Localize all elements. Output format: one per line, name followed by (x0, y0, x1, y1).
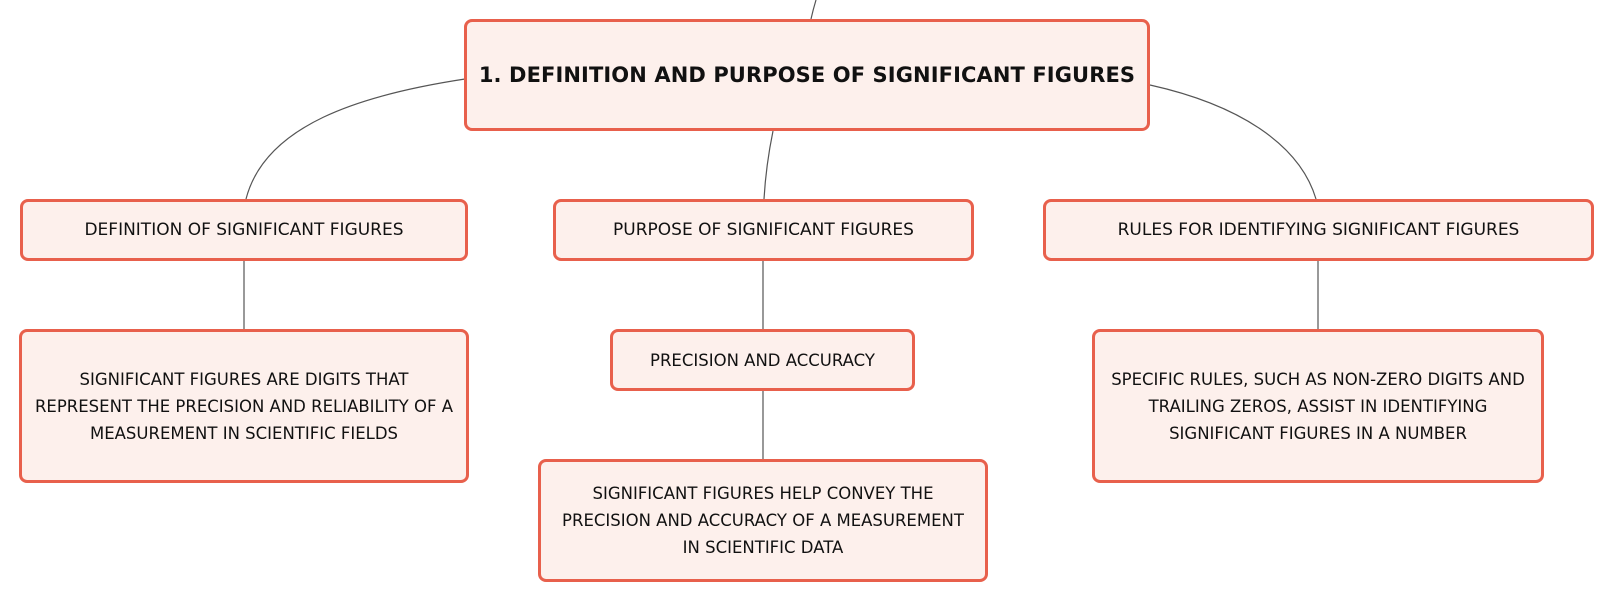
topic-definition[interactable]: DEFINITION OF SIGNIFICANT FIGURES (20, 199, 468, 261)
connector-root-to-purpose (763, 130, 774, 200)
connector-root-to-rules (1149, 84, 1317, 200)
subtopic-precision-and-accuracy[interactable]: PRECISION AND ACCURACY (610, 329, 915, 391)
connector-root-to-definition (245, 78, 466, 200)
topic-purpose[interactable]: PURPOSE OF SIGNIFICANT FIGURES (553, 199, 974, 261)
rules-detail[interactable]: SPECIFIC RULES, SUCH AS NON-ZERO DIGITS … (1092, 329, 1544, 483)
root-topic[interactable]: 1. DEFINITION AND PURPOSE OF SIGNIFICANT… (464, 19, 1150, 131)
purpose-detail[interactable]: SIGNIFICANT FIGURES HELP CONVEY THE PREC… (538, 459, 988, 582)
definition-detail[interactable]: SIGNIFICANT FIGURES ARE DIGITS THAT REPR… (19, 329, 469, 483)
topic-rules[interactable]: RULES FOR IDENTIFYING SIGNIFICANT FIGURE… (1043, 199, 1594, 261)
connector-incoming (810, 0, 817, 20)
